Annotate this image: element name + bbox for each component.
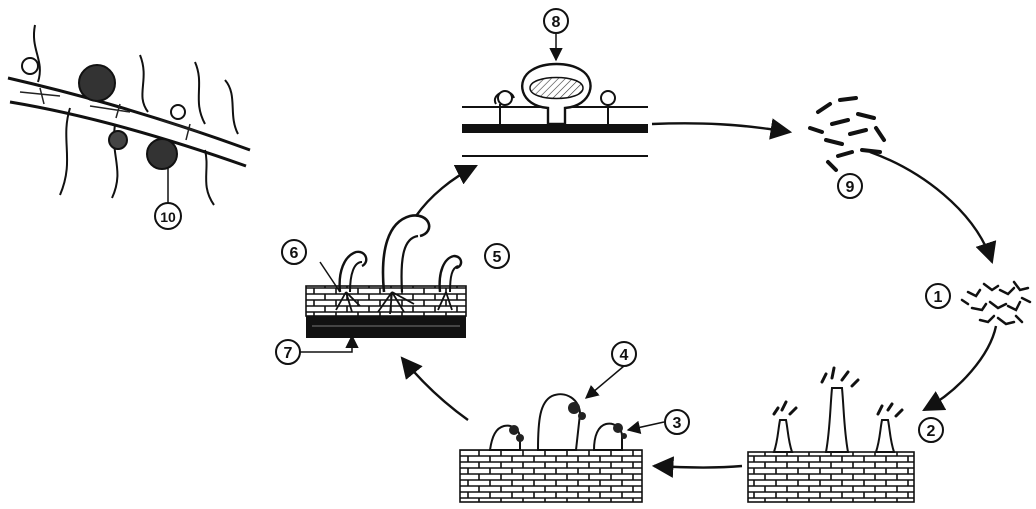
label-5-text: 5 (493, 249, 502, 266)
label-1: 1 (925, 283, 951, 309)
label-5: 5 (484, 243, 510, 269)
stroma-on-tissue-illustration (462, 34, 648, 157)
label-7-text: 7 (284, 345, 293, 362)
label-4: 4 (611, 341, 637, 367)
label-2-text: 2 (927, 423, 936, 440)
germinating-spores-1 (960, 280, 1032, 326)
cycle-arrows (400, 118, 998, 478)
label-1-text: 1 (934, 289, 943, 306)
label-6-text: 6 (290, 245, 299, 262)
conidiophores-tissue-3-4 (459, 365, 665, 503)
label-8: 8 (543, 8, 569, 34)
label-3: 3 (664, 409, 690, 435)
label-7: 7 (275, 339, 301, 365)
label-10: 10 (154, 202, 182, 230)
label-2: 2 (918, 417, 944, 443)
label-4-text: 4 (620, 347, 629, 364)
label-8-text: 8 (552, 14, 561, 31)
tissue-hooked-structures-5-6-7 (300, 214, 467, 353)
conidiophores-tissue-2 (747, 366, 915, 503)
label-3-text: 3 (673, 415, 682, 432)
infected-root-illustration (7, 24, 251, 206)
label-10-text: 10 (160, 209, 176, 225)
label-6: 6 (281, 239, 307, 265)
label-9: 9 (837, 173, 863, 199)
spores-cluster-9 (808, 96, 886, 172)
label-9-text: 9 (846, 179, 855, 196)
